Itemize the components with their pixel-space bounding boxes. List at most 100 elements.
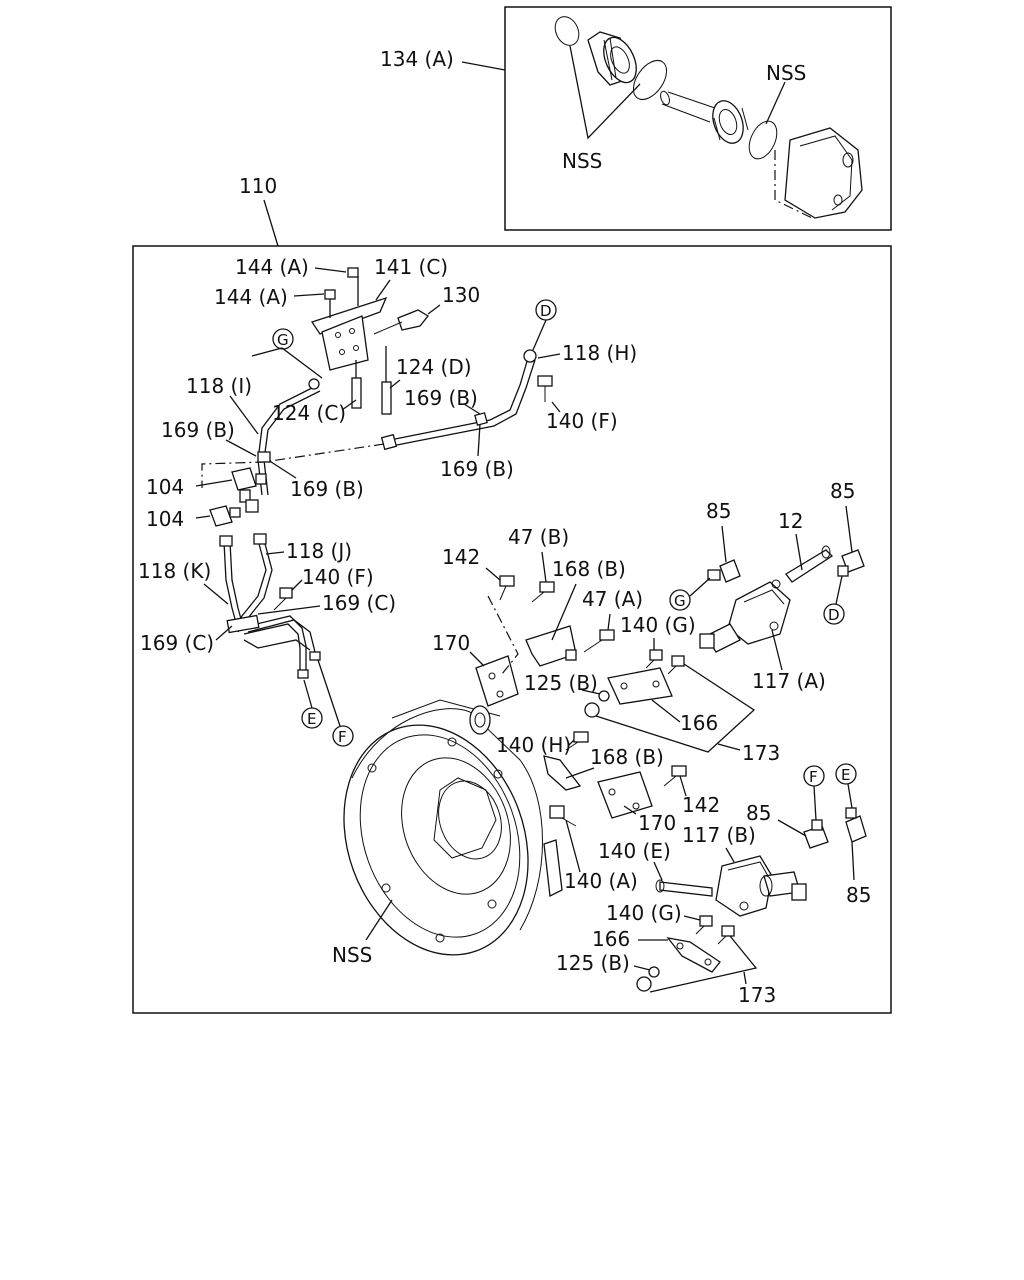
label-140g-1: 140 (G) [620,613,696,637]
label-47b: 47 (B) [508,525,569,549]
label-170-1: 170 [432,631,470,655]
svg-text:E: E [307,710,316,728]
label-173-1: 173 [742,741,780,765]
callout-d-top: D [532,299,557,351]
bolts-140g-upper [645,649,685,675]
label-169b-2: 169 (B) [161,418,235,442]
label-169b-4: 169 (B) [440,457,514,481]
callout-g: G [251,328,323,379]
actuator-117b [715,855,807,917]
callout-e-left: E [301,679,323,729]
label-173-2: 173 [738,983,776,1007]
callout-f-right: F [803,765,825,821]
actuator-117a [699,579,791,653]
label-12: 12 [778,509,803,533]
label-85-4: 85 [846,883,871,907]
label-110: 110 [239,174,277,198]
label-125b-2: 125 (B) [556,951,630,975]
label-104-2: 104 [146,507,184,531]
label-142-2: 142 [682,793,720,817]
nut-125b-lower [636,976,652,992]
tee-fitting-104-upper [231,467,267,503]
o-ring-middle [632,59,668,101]
label-166-1: 166 [680,711,718,735]
label-169c-1: 169 (C) [322,591,396,615]
label-47a: 47 (A) [582,587,643,611]
label-140f-1: 140 (F) [546,409,618,433]
label-130: 130 [442,283,480,307]
label-117b: 117 (B) [682,823,756,847]
label-169b-3: 169 (B) [290,477,364,501]
label-140f-2: 140 (F) [302,565,374,589]
label-85-3: 85 [746,801,771,825]
callout-g-mid: G [669,577,711,611]
tee-fitting-104-lower [209,499,259,527]
label-140h: 140 (H) [496,733,571,757]
svg-text:D: D [540,302,552,320]
bolts-middle [499,575,615,653]
svg-text:E: E [841,766,850,784]
callout-d-right: D [823,575,845,625]
label-140e: 140 (E) [598,839,671,863]
label-169c-2: 169 (C) [140,631,214,655]
bolt-140h [573,731,589,743]
bracket-168b-lower [543,755,582,791]
washer-125b-upper [598,690,610,702]
label-134a: 134 (A) [380,47,454,71]
inset-frame [504,6,892,231]
label-166-2: 166 [592,927,630,951]
centerline-middle [487,595,519,675]
bracket-141c [310,267,429,415]
pipe-118i [257,378,321,496]
label-170-2: 170 [638,811,676,835]
elbow-85-upper-right [837,549,865,577]
label-nss-top-2: NSS [562,149,602,173]
label-168b-1: 168 (B) [552,557,626,581]
svg-text:D: D [828,606,840,624]
callout-e-right: E [835,763,857,809]
svg-text:F: F [338,728,347,746]
label-142-1: 142 [442,545,480,569]
label-85-2: 85 [830,479,855,503]
leader-173-lower [649,935,758,993]
label-118h: 118 (H) [562,341,637,365]
leader-173-upper [595,663,756,753]
label-124d: 124 (D) [396,355,472,379]
bolt-142-lower [671,765,687,777]
label-140g-2: 140 (G) [606,901,682,925]
label-141c: 141 (C) [374,255,448,279]
svg-text:F: F [809,768,818,786]
svg-text:G: G [277,331,289,349]
label-85-1: 85 [706,499,731,523]
flywheel-housing [343,699,563,956]
callout-f-left: F [317,659,354,747]
fitting-134a [587,31,637,86]
inset-tube [661,91,716,123]
o-ring-left [554,16,580,46]
label-140a: 140 (A) [564,869,638,893]
bolt-140e [655,879,713,897]
elbow-85-lower-right [845,807,867,843]
pipe-118j-k [219,533,321,679]
pipe-118h [380,349,537,451]
centerline-upper [201,443,385,488]
elbow-85-lower-left [803,819,829,849]
main-frame [132,245,892,1014]
plate-170-upper [475,655,519,707]
label-nss-top-1: NSS [766,61,806,85]
o-ring-right [748,120,778,160]
label-118j: 118 (J) [286,539,352,563]
label-169b-1: 169 (B) [404,386,478,410]
label-124c: 124 (C) [272,401,346,425]
plate-166-lower [666,937,721,973]
label-144a-1: 144 (A) [235,255,309,279]
inset-detail [504,6,892,231]
bracket-168b-upper [525,625,577,667]
label-nss-bottom: NSS [332,943,372,967]
washer-125b-lower [648,966,660,978]
nut-125b-upper [584,702,600,718]
label-118k: 118 (K) [138,559,211,583]
label-144a-2: 144 (A) [214,285,288,309]
bolts-140g-lower [695,915,735,945]
